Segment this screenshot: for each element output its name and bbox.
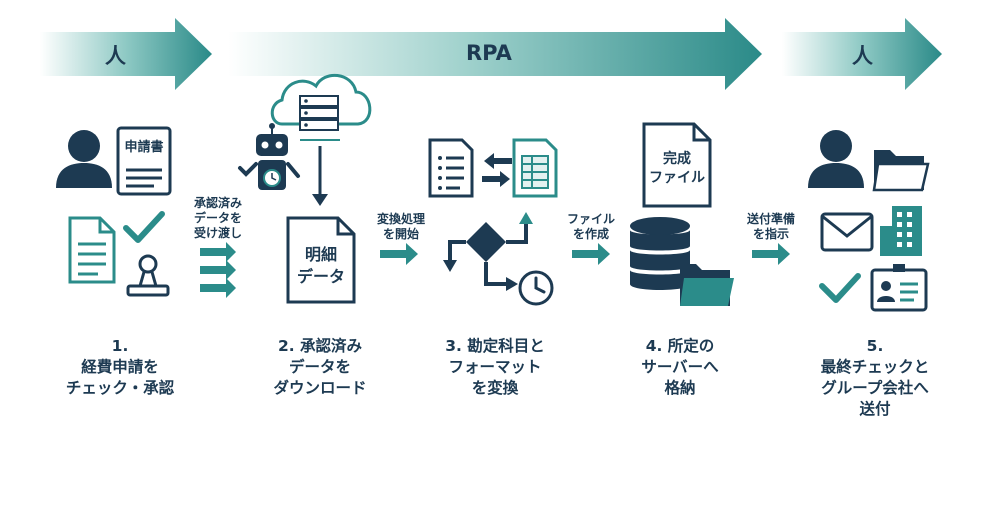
phase-label-right: 人 — [852, 44, 873, 68]
step-5-line-3: グループ会社へ — [821, 379, 929, 397]
details-data-label: 明細 データ — [288, 244, 354, 288]
step-1-line-3: チェック・承認 — [65, 379, 175, 397]
clock-icon — [518, 270, 554, 306]
checkmark-icon — [123, 211, 165, 243]
mail-icon — [820, 212, 874, 252]
connector-arrow-4 — [752, 243, 790, 265]
robot-icon — [238, 123, 300, 190]
details-data-label-line-1: 明細 — [304, 245, 337, 264]
details-data-document-icon — [286, 216, 356, 304]
step-1-line-2: 経費申請を — [81, 358, 159, 376]
connector-label-4-line-2: を指示 — [752, 227, 789, 241]
phase-arrow-left — [40, 18, 212, 90]
connector-label-3: ファイル を作成 — [556, 212, 626, 242]
step-2-label: 2. 承認済み データを ダウンロード — [240, 336, 400, 399]
step-2-line-2: データを — [288, 358, 351, 376]
step-1-line-1: 1. — [111, 337, 129, 355]
step-4-line-3: 格納 — [664, 379, 696, 397]
connector-label-2: 変換処理 を開始 — [366, 212, 436, 242]
reviewer-person-icon — [808, 130, 864, 188]
connector-label-3-line-2: を作成 — [572, 227, 609, 241]
phase-label-left: 人 — [105, 44, 126, 68]
connector-label-1-line-3: 受け渡し — [193, 226, 242, 240]
stamp-icon — [126, 254, 170, 297]
id-card-icon — [870, 264, 928, 312]
target-table-document-icon — [512, 138, 558, 198]
step-4-line-2: サーバーへ — [641, 358, 719, 376]
connector-label-2-line-2: を開始 — [382, 227, 419, 241]
step-2-line-1: 2. 承認済み — [277, 337, 363, 355]
details-data-label-line-2: データ — [296, 267, 345, 286]
database-icon — [630, 217, 690, 290]
step-5-line-2: 最終チェックと — [820, 358, 930, 376]
application-form-label: 申請書 — [124, 140, 164, 155]
completed-file-document-icon — [642, 122, 712, 208]
phase-arrow-right — [782, 18, 942, 90]
download-arrow-icon — [312, 194, 328, 206]
decision-flow-icon — [443, 212, 533, 291]
cloud-server-icon — [270, 73, 372, 141]
completed-file-label-line-1: 完成 — [663, 151, 691, 167]
connector-arrows-1 — [200, 242, 236, 298]
connector-label-1-line-1: 承認済み — [193, 196, 242, 210]
step-1-label: 1. 経費申請を チェック・承認 — [40, 336, 200, 399]
step-3-line-2: フォーマット — [448, 358, 542, 376]
storage-folder-icon — [680, 264, 734, 306]
step-3-line-1: 3. 勘定科目と — [445, 337, 545, 355]
step-5-line-1: 5. — [866, 337, 884, 355]
connector-label-4-line-1: 送付準備 — [746, 212, 795, 226]
connector-label-2-line-1: 変換処理 — [376, 212, 425, 226]
connector-label-3-line-1: ファイル — [566, 212, 615, 226]
step-4-label: 4. 所定の サーバーへ 格納 — [600, 336, 760, 399]
office-building-icon — [880, 206, 922, 256]
step-2-line-3: ダウンロード — [273, 379, 367, 397]
document-icon — [68, 216, 116, 284]
connector-arrow-2 — [380, 243, 418, 265]
connector-label-4: 送付準備 を指示 — [736, 212, 806, 242]
person-icon — [56, 130, 112, 188]
completed-file-label: 完成 ファイル — [644, 150, 710, 188]
final-checkmark-icon — [819, 273, 861, 303]
step-5-line-4: 送付 — [859, 400, 891, 418]
step-3-line-3: を変換 — [471, 379, 519, 397]
connector-label-1-line-2: データを — [193, 211, 242, 225]
step-3-label: 3. 勘定科目と フォーマット を変換 — [415, 336, 575, 399]
phase-arrow-middle — [228, 18, 762, 90]
exchange-arrows-icon — [482, 153, 512, 187]
step-5-label: 5. 最終チェックと グループ会社へ 送付 — [790, 336, 960, 420]
phase-label-middle: RPA — [466, 41, 512, 65]
folder-icon — [872, 150, 930, 192]
completed-file-label-line-2: ファイル — [649, 170, 705, 186]
step-4-line-1: 4. 所定の — [645, 337, 715, 355]
connector-arrow-3 — [572, 243, 610, 265]
application-form-icon — [116, 126, 172, 196]
connector-label-1: 承認済み データを 受け渡し — [182, 196, 254, 241]
source-list-document-icon — [428, 138, 474, 198]
